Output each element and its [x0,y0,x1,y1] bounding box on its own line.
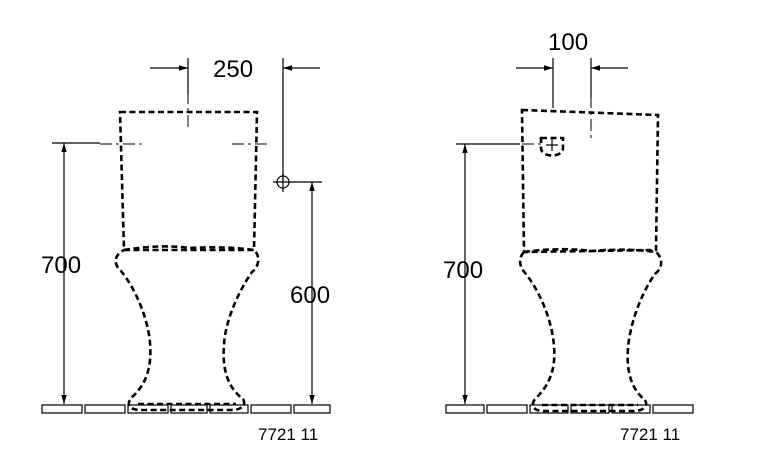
left-centerlines [100,92,268,145]
left-floor-tiles [41,404,331,414]
right-toilet-outline [518,108,663,413]
water-connection-icon [273,172,293,192]
left-toilet-outline [114,110,260,412]
left-connection-label: 600 [290,282,330,309]
right-view: 100 700 7721 11 [443,29,694,444]
right-centerlines [522,96,592,145]
valve-center-icon [546,139,558,151]
left-width-dimension: 250 [150,56,320,180]
right-height-dimension: 700 [443,143,520,404]
left-width-label: 250 [213,56,253,83]
right-floor-tiles [445,404,694,414]
right-width-dimension: 100 [516,29,628,108]
right-product-code: 7721 11 [620,425,680,444]
right-height-label: 700 [443,257,483,284]
left-view: 250 700 600 7721 11 [41,56,331,444]
left-connection-dimension: 600 [273,172,330,404]
left-height-dimension: 700 [41,142,100,404]
left-height-label: 700 [41,252,81,279]
left-product-code: 7721 11 [258,425,318,444]
right-width-label: 100 [548,29,588,56]
